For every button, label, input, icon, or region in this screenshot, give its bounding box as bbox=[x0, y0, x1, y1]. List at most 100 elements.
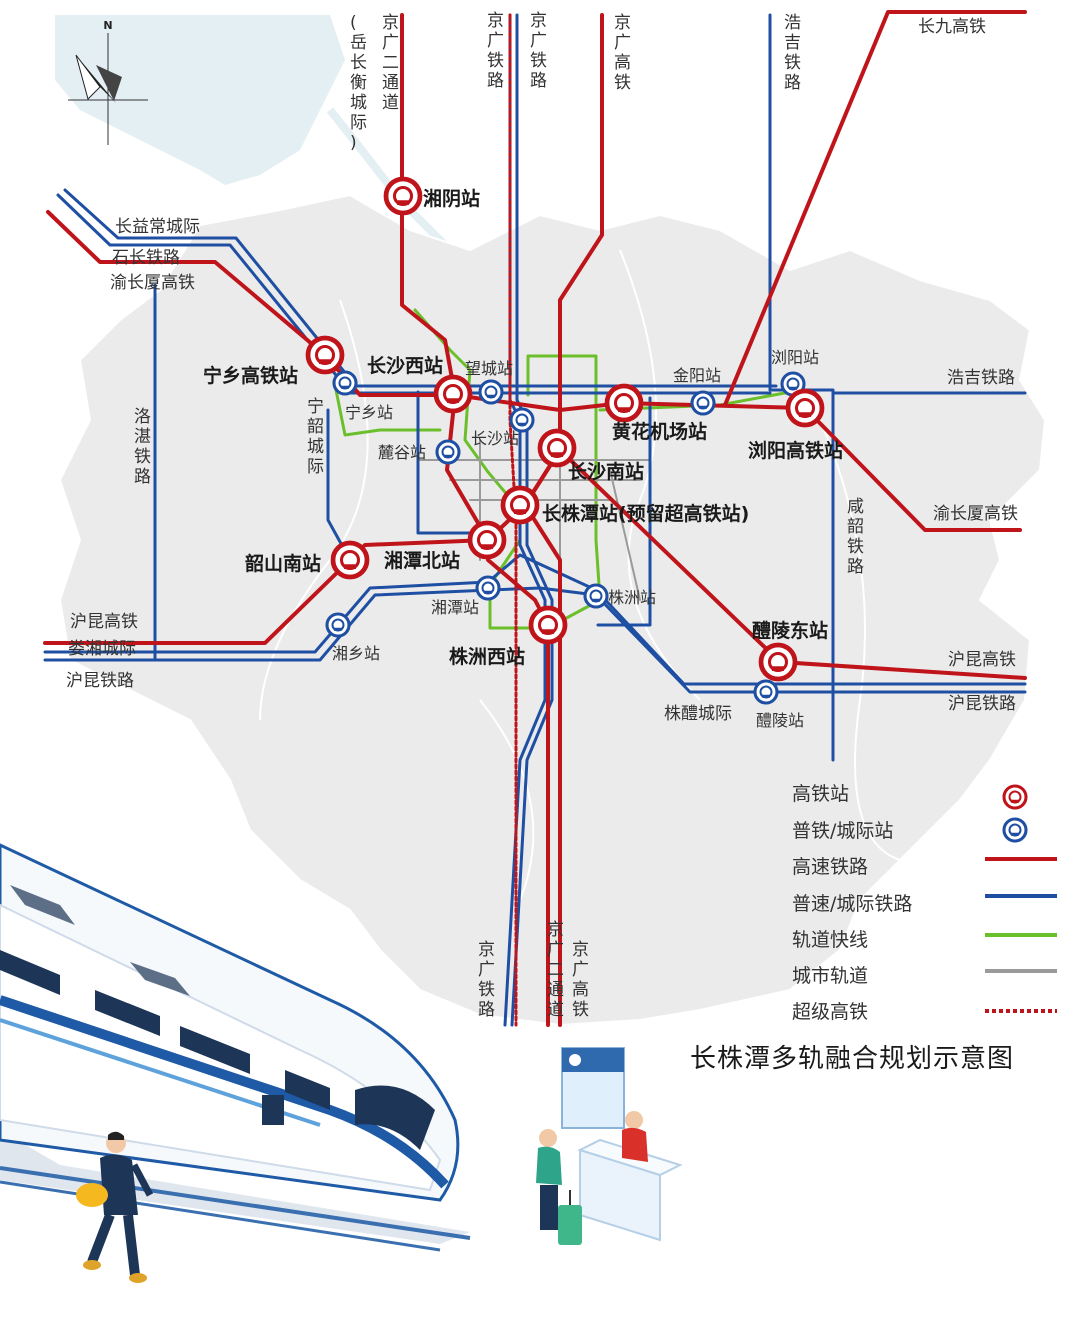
station-label-liuyang-hsr[interactable]: 浏阳高铁站 bbox=[748, 439, 843, 462]
line-label-jg-rail-top2: 京广铁路 bbox=[530, 11, 547, 91]
district-border-3 bbox=[479, 699, 535, 901]
regular-station-icon-2[interactable] bbox=[509, 407, 535, 433]
hs-station-icon-8[interactable] bbox=[330, 540, 370, 580]
map-legend: 高铁站 普铁/城际站 高速铁路 普速/城际铁路 轨道快线 城市轨道 超级高铁 bbox=[792, 783, 1057, 1023]
ticket-sign-icon bbox=[569, 1054, 581, 1066]
line-label-yuchangxia-west: 渝长厦高铁 bbox=[110, 273, 195, 293]
regular-station-icon-6[interactable] bbox=[475, 575, 501, 601]
east-loop bbox=[596, 396, 652, 627]
line-label-shichang: 石长铁路 bbox=[112, 248, 180, 268]
station-label-xiangyin[interactable]: 湘阴站 bbox=[423, 187, 480, 210]
regular-station-icon-3[interactable] bbox=[435, 439, 461, 465]
station-label-changsha-west[interactable]: 长沙西站 bbox=[367, 354, 443, 377]
legend-hs-station-icon bbox=[1002, 784, 1028, 810]
hs-station-icon-3[interactable] bbox=[537, 428, 577, 468]
line-label-yuechangheng: (岳长衡城际) bbox=[350, 13, 367, 153]
station-label-huanghua-airport[interactable]: 黄花机场站 bbox=[612, 420, 707, 443]
regular-station-icon-7[interactable] bbox=[583, 583, 609, 609]
jingguang-rail-south-2 bbox=[510, 543, 554, 1027]
legend-ns-icon[interactable] bbox=[1002, 817, 1028, 843]
hs-station-icon-9[interactable] bbox=[528, 605, 568, 645]
station-label-liling[interactable]: 醴陵站 bbox=[756, 711, 804, 730]
super-hsr bbox=[508, 13, 518, 1027]
hs-station-icon-0[interactable] bbox=[383, 176, 423, 216]
station-label-wangcheng[interactable]: 望城站 bbox=[465, 359, 513, 378]
regular-station-icon-9[interactable] bbox=[753, 679, 779, 705]
station-label-ningxiang-hsr[interactable]: 宁乡高铁站 bbox=[203, 364, 298, 387]
legend-label-hs-line: 高速铁路 bbox=[792, 856, 868, 878]
line-label-yuchangxia-east: 渝长厦高铁 bbox=[933, 504, 1018, 524]
express-west bbox=[333, 383, 442, 437]
station-label-changsha[interactable]: 长沙站 bbox=[471, 429, 519, 448]
regular-station-icon-8[interactable] bbox=[325, 612, 351, 638]
line-label-changyichang: 长益常城际 bbox=[115, 217, 200, 237]
hs-station-icon-4[interactable] bbox=[604, 383, 644, 423]
legend-hs-icon[interactable] bbox=[1002, 784, 1028, 810]
train-illustration bbox=[0, 843, 471, 1252]
hs-station-icon-7[interactable] bbox=[467, 520, 507, 560]
shichang-rail bbox=[63, 188, 778, 388]
hukun-rail bbox=[43, 586, 1027, 694]
line-label-louxiang: 娄湘城际 bbox=[68, 639, 136, 659]
compass-needle-icon bbox=[76, 55, 116, 103]
station-label-lugu[interactable]: 麓谷站 bbox=[378, 443, 426, 462]
line-label-hukun-rail-west: 沪昆铁路 bbox=[66, 671, 134, 691]
regular-station-icon-1[interactable] bbox=[478, 379, 504, 405]
regular-station-icon-0[interactable] bbox=[332, 370, 358, 396]
legend-label-urban-line: 城市轨道 bbox=[792, 965, 868, 987]
hs-station-icon-6[interactable] bbox=[500, 485, 540, 525]
hs-station-icon-2[interactable] bbox=[433, 374, 473, 414]
station-label-changsha-south[interactable]: 长沙南站 bbox=[568, 460, 644, 483]
station-label-zhuzhou[interactable]: 株洲站 bbox=[608, 588, 656, 607]
hs-station-icon-10[interactable] bbox=[758, 642, 798, 682]
high-speed-station-markers bbox=[305, 176, 825, 682]
station-label-zhuzhou-west[interactable]: 株洲西站 bbox=[449, 645, 525, 668]
hs-station-icon-5[interactable] bbox=[785, 388, 825, 428]
line-label-jg-hsr-bottom: 京广高铁 bbox=[572, 940, 589, 1020]
line-label-jg-hsr-top: 京广高铁 bbox=[614, 13, 631, 93]
line-label-jg-rail-top: 京广铁路 bbox=[487, 11, 504, 91]
legend-label-regular-line: 普速/城际铁路 bbox=[792, 893, 912, 915]
walking-traveler-illustration bbox=[76, 1131, 154, 1283]
line-label-luozhan: 洛湛铁路 bbox=[134, 407, 151, 487]
compass-label: N bbox=[103, 19, 112, 32]
station-label-xiangxiang[interactable]: 湘乡站 bbox=[332, 644, 380, 663]
super-lines bbox=[508, 13, 518, 1027]
legend-regular-station-icon bbox=[1002, 817, 1028, 843]
station-label-changzhutan[interactable]: 长株潭站(预留超高铁站) bbox=[542, 502, 749, 525]
line-label-zhuli: 株醴城际 bbox=[664, 704, 732, 724]
station-label-xiangtan-north[interactable]: 湘潭北站 bbox=[384, 549, 460, 572]
line-label-hukun-hsr-west: 沪昆高铁 bbox=[70, 612, 138, 632]
station-label-liling-east[interactable]: 醴陵东站 bbox=[752, 619, 828, 642]
station-label-jinyang[interactable]: 金阳站 bbox=[673, 366, 721, 385]
lake-water bbox=[55, 15, 345, 185]
legend-label-express-line: 轨道快线 bbox=[792, 929, 868, 951]
changjiu-hsr bbox=[723, 10, 1027, 407]
hs-station-icon-1[interactable] bbox=[305, 335, 345, 375]
line-label-xianshao: 咸韶铁路 bbox=[847, 497, 864, 577]
ticket-counter-illustration bbox=[536, 1047, 683, 1245]
high-speed-station-labels: 湘阴站 宁乡高铁站 长沙西站 长沙南站 黄花机场站 浏阳高铁站 长株潭站(预留超… bbox=[203, 187, 843, 668]
legend-label-super-line: 超级高铁 bbox=[792, 1001, 868, 1023]
line-name-labels: 京广二通道 (岳长衡城际) 京广铁路 京广铁路 京广高铁 浩吉铁路 长九高铁 长… bbox=[66, 11, 1018, 1020]
legend-label-hs-station: 高铁站 bbox=[792, 783, 849, 805]
station-label-xiangtan[interactable]: 湘潭站 bbox=[431, 598, 479, 617]
line-label-hukun-hsr-east: 沪昆高铁 bbox=[948, 650, 1016, 670]
line-label-jg-rail-bottom: 京广铁路 bbox=[478, 940, 495, 1020]
station-label-ningxiang[interactable]: 宁乡站 bbox=[345, 403, 393, 422]
line-label-hukun-rail-east: 沪昆铁路 bbox=[948, 694, 1016, 714]
regular-station-markers bbox=[325, 370, 806, 705]
urban-grid-6 bbox=[609, 469, 641, 601]
line-label-haoji-horizontal: 浩吉铁路 bbox=[947, 368, 1015, 388]
north-compass: N bbox=[68, 19, 148, 145]
line-label-jg2-bottom: 京广二通道 bbox=[547, 920, 564, 1020]
line-label-jg2-top: 京广二通道 bbox=[382, 13, 399, 113]
line-label-haoji-vertical: 浩吉铁路 bbox=[784, 13, 801, 93]
station-label-shaoshan-south[interactable]: 韶山南站 bbox=[245, 552, 321, 575]
station-label-liuyang[interactable]: 浏阳站 bbox=[771, 348, 819, 367]
line-label-ningshao: 宁韶城际 bbox=[307, 397, 324, 477]
legend-label-regular-station: 普铁/城际站 bbox=[792, 820, 893, 842]
regular-station-icon-4[interactable] bbox=[690, 390, 716, 416]
